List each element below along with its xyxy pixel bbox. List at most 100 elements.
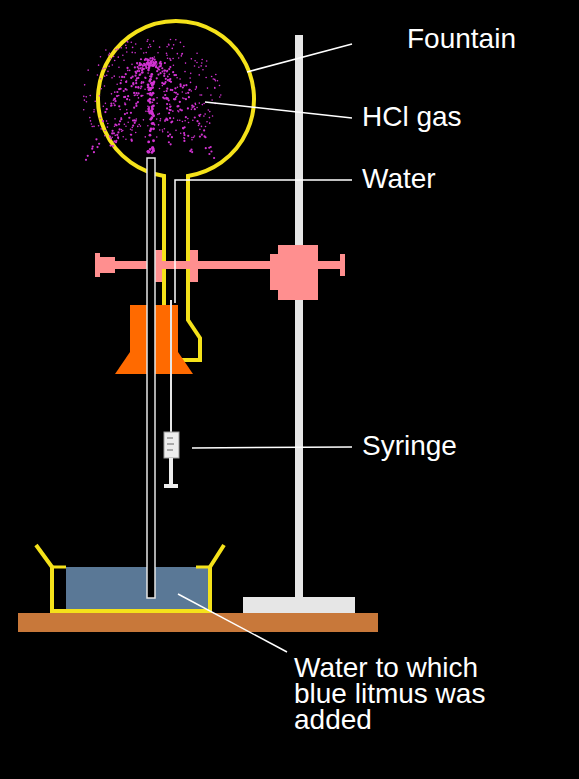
spray-drop (170, 105, 172, 107)
spray-drop (137, 63, 139, 65)
spray-drop (194, 65, 196, 67)
spray-drop (211, 99, 213, 101)
spray-drop (169, 80, 171, 82)
spray-drop (142, 68, 144, 70)
spray-drop (185, 93, 187, 95)
spray-drop (102, 120, 104, 122)
spray-drop (203, 103, 205, 105)
spray-drop (147, 151, 150, 154)
spray-drop (108, 54, 110, 56)
spray-drop (205, 65, 207, 67)
spray-drop (156, 70, 158, 72)
spray-drop (91, 126, 93, 128)
spray-drop (180, 42, 182, 44)
spray-drop (149, 148, 152, 151)
spray-drop (149, 134, 152, 137)
spray-drop (135, 105, 137, 107)
spray-drop (130, 128, 132, 130)
spray-drop (165, 117, 167, 119)
spray-drop (134, 66, 136, 68)
spray-drop (173, 64, 175, 66)
spray-drop (187, 118, 189, 120)
boss-head (278, 245, 318, 300)
spray-drop (172, 110, 174, 112)
spray-drop (161, 70, 163, 72)
spray-drop (154, 124, 156, 126)
spray-drop (168, 99, 170, 101)
spray-drop (132, 47, 134, 49)
spray-drop (203, 129, 205, 131)
spray-drop (214, 87, 216, 89)
spray-drop (199, 94, 201, 96)
spray-drop (136, 62, 138, 64)
spray-drop (199, 115, 201, 117)
spray-drop (209, 122, 211, 124)
spray-drop (199, 135, 201, 137)
spray-drop (211, 76, 213, 78)
spray-drop (104, 85, 106, 87)
spray-drop (149, 44, 151, 46)
spray-drop (152, 114, 155, 117)
spray-drop (170, 39, 172, 41)
spray-drop (166, 103, 168, 105)
spray-drop (169, 106, 171, 108)
spray-drop (164, 62, 166, 64)
spray-drop (140, 85, 142, 87)
spray-drop (210, 94, 212, 96)
spray-drop (177, 93, 179, 95)
spray-drop (172, 71, 174, 73)
spray-drop (152, 98, 155, 101)
spray-drop (219, 85, 221, 87)
spray-drop (162, 71, 164, 73)
spray-drop (182, 97, 184, 99)
spray-drop (117, 56, 119, 58)
spray-drop (110, 137, 112, 139)
spray-drop (153, 63, 155, 65)
spray-drop (149, 76, 151, 78)
spray-drop (104, 75, 106, 77)
spray-drop (87, 155, 89, 157)
boss-screw (318, 261, 340, 269)
spray-drop (164, 81, 166, 83)
spray-drop (148, 93, 150, 95)
round-flask (98, 21, 254, 360)
spray-drop (135, 72, 137, 74)
spray-drop (133, 107, 135, 109)
spray-drop (125, 47, 127, 49)
spray-drop (110, 104, 112, 106)
spray-drop (183, 132, 185, 134)
spray-drop (124, 102, 126, 104)
spray-drop (167, 97, 169, 99)
spray-drop (114, 98, 116, 100)
spray-drop (162, 131, 164, 133)
spray-drop (169, 133, 171, 135)
spray-drop (179, 83, 181, 85)
boss-head (270, 254, 278, 290)
spray-drop (110, 58, 112, 60)
spray-drop (175, 74, 177, 76)
spray-drop (212, 78, 214, 80)
spray-drop (161, 67, 163, 69)
spray-drop (165, 90, 167, 92)
spray-drop (159, 61, 161, 63)
spray-drop (147, 72, 149, 74)
spray-drop (208, 109, 210, 111)
spray-drop (100, 88, 102, 90)
fountain-spray (83, 39, 222, 161)
spray-drop (127, 95, 129, 97)
spray-drop (134, 95, 136, 97)
spray-drop (184, 71, 186, 73)
spray-drop (220, 94, 222, 96)
spray-drop (130, 134, 132, 136)
spray-drop (162, 129, 164, 131)
spray-drop (156, 63, 158, 65)
spray-drop (185, 116, 187, 118)
clamp-screw (100, 257, 115, 273)
spray-drop (152, 127, 155, 130)
spray-drop (147, 151, 150, 154)
spray-drop (142, 95, 144, 97)
trough (36, 545, 224, 611)
label-text: Fountain (407, 26, 516, 52)
spray-drop (149, 57, 151, 59)
